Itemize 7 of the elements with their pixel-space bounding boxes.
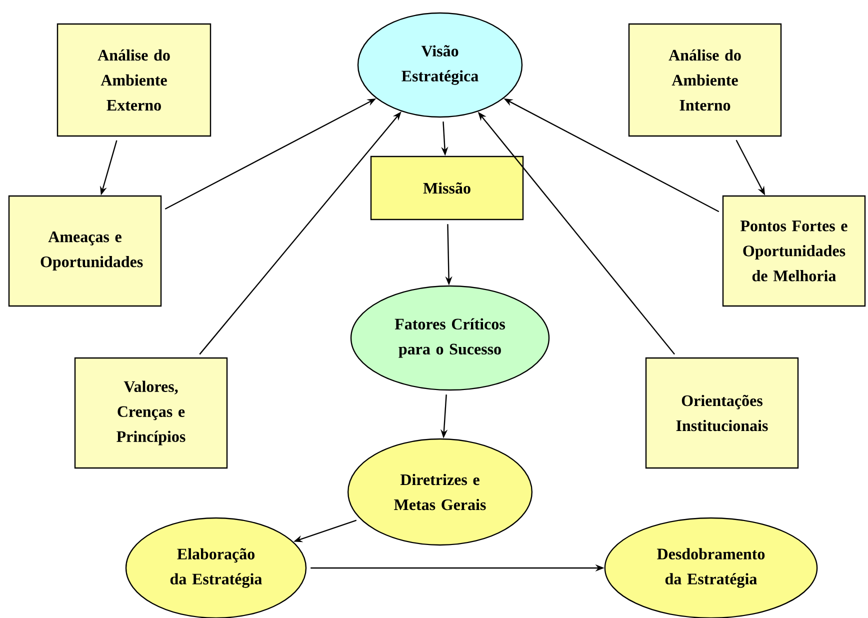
process-box: Valores, Crenças e Princípios <box>74 357 228 469</box>
process-box: Análise do Ambiente Externo <box>56 23 212 137</box>
process-box: Pontos Fortes e Oportunidades de Melhoria <box>722 195 866 307</box>
process-box: Análise do Ambiente Interno <box>628 23 782 137</box>
process-box: Ameaças e Oportunidades <box>8 195 162 307</box>
process-box: Orientações Institucionais <box>645 357 799 469</box>
process-box: Missão <box>370 156 524 220</box>
